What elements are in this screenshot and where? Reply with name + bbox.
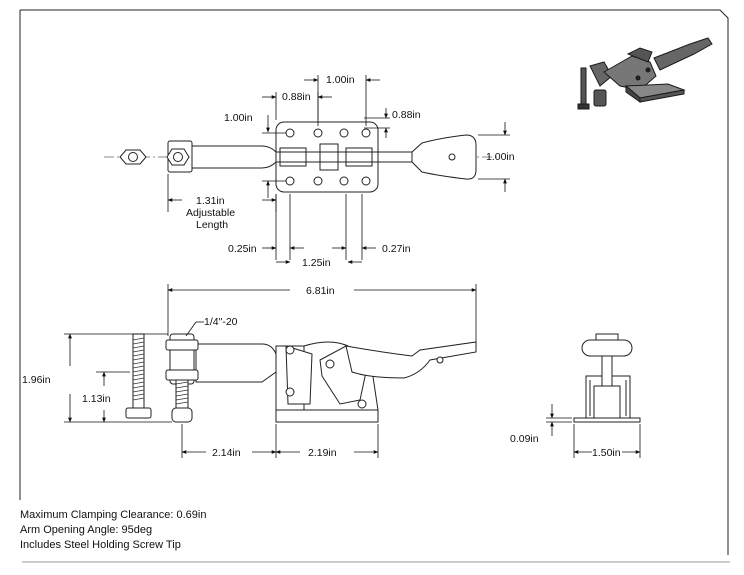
top-dimension-labels: 1.00in 0.88in 0.88in 1.00in 1.00in 1.31i… <box>186 74 515 269</box>
top-dimensions <box>167 75 510 264</box>
dim-1-50: 1.50in <box>592 447 621 459</box>
dim-0-88-left: 0.88in <box>282 91 311 103</box>
sheet-border <box>19 9 730 563</box>
side-handle <box>345 341 477 379</box>
dim-0-27: 0.27in <box>382 243 411 255</box>
dim-thread-size: 1/4"-20 <box>204 316 238 328</box>
dim-1-96: 1.96in <box>22 374 51 386</box>
dim-1-00-left: 1.00in <box>224 112 253 124</box>
note-arm-opening-angle: Arm Opening Angle: 95deg <box>20 524 153 536</box>
dim-2-19: 2.19in <box>308 447 337 459</box>
top-view <box>104 121 500 193</box>
note-screw-tip: Includes Steel Holding Screw Tip <box>20 539 181 551</box>
end-dimension-labels: 0.09in 1.50in <box>510 433 621 459</box>
dim-1-00-horizontal: 1.00in <box>326 74 355 86</box>
side-dimensions <box>64 284 477 458</box>
end-dimensions <box>546 404 641 458</box>
loose-holding-screw <box>125 333 152 419</box>
note-clamping-clearance: Maximum Clamping Clearance: 0.69in <box>20 509 207 521</box>
handle-grip <box>411 134 477 180</box>
dim-1-00-handle: 1.00in <box>486 151 515 163</box>
side-dimension-labels: 6.81in 1/4"-20 1.96in 1.13in 2.14in 2.19… <box>22 285 337 459</box>
dim-6-81: 6.81in <box>306 285 335 297</box>
dim-adjustable: Adjustable <box>186 207 235 219</box>
side-base-plate <box>275 409 379 423</box>
dim-0-88-right: 0.88in <box>392 109 421 121</box>
isometric-clamp-render <box>577 37 713 110</box>
dim-length: Length <box>196 219 228 231</box>
dim-1-25: 1.25in <box>302 257 331 269</box>
loose-hex-nut <box>119 149 147 165</box>
rubber-spindle-tip <box>171 407 193 423</box>
dim-0-09: 0.09in <box>510 433 539 445</box>
dim-1-31: 1.31in <box>196 195 225 207</box>
side-view <box>125 333 477 423</box>
dim-0-25: 0.25in <box>228 243 257 255</box>
dim-2-14: 2.14in <box>212 447 241 459</box>
spec-notes: Maximum Clamping Clearance: 0.69in Arm O… <box>20 508 206 553</box>
end-view <box>573 333 641 423</box>
dim-1-13: 1.13in <box>82 393 111 405</box>
